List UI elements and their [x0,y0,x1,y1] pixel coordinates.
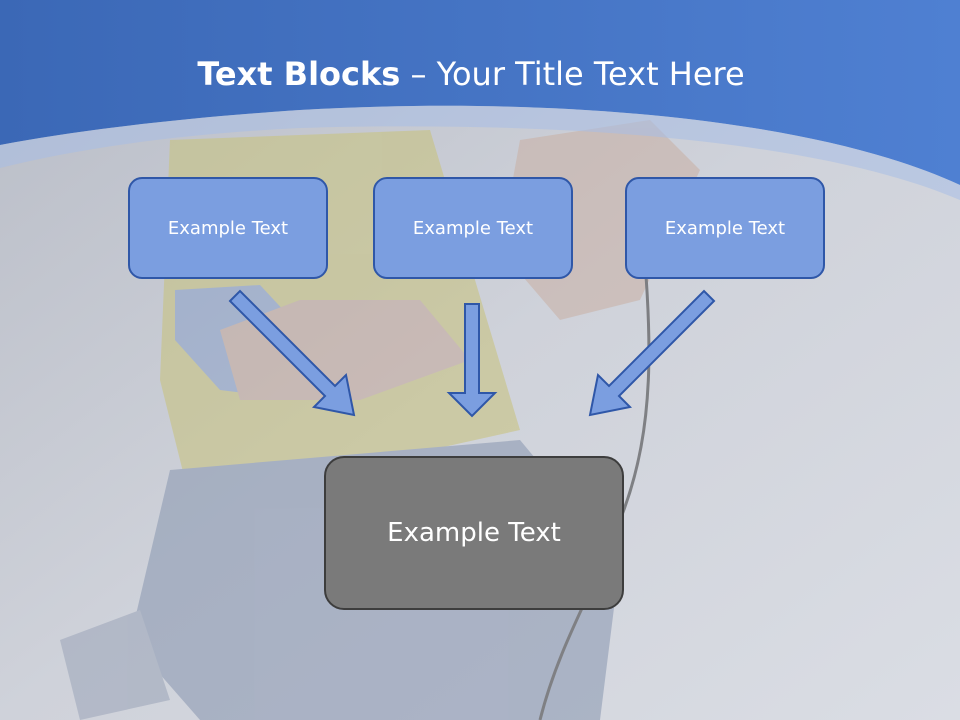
title-rest: Your Title Text Here [436,55,745,93]
title-separator: – [400,55,437,93]
text-block-right[interactable]: Example Text [625,177,825,279]
arrow-down [446,303,498,418]
center-text-block[interactable]: Example Text [324,456,624,610]
text-block-left[interactable]: Example Text [128,177,328,279]
title-bold: Text Blocks [197,55,401,93]
slide-title: Text Blocks – Your Title Text Here [0,52,942,96]
arrow-right-diagonal [588,289,716,417]
text-block-middle[interactable]: Example Text [373,177,573,279]
arrow-left-diagonal [228,289,356,417]
